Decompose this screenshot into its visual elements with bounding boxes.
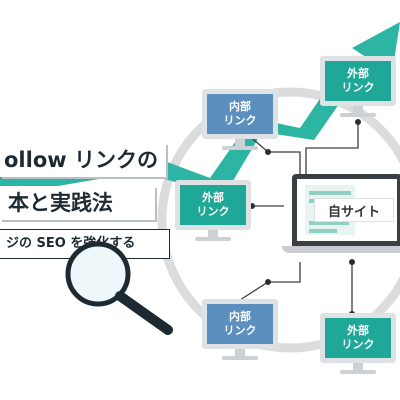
laptop-icon: 自サイト xyxy=(282,174,400,260)
monitor-icon: 外部 リンク xyxy=(320,313,396,363)
node-label: 内部 リンク xyxy=(207,304,273,344)
page-title-line-1: ollow リンクの xyxy=(0,143,166,177)
monitor-icon: 内部 リンク xyxy=(202,299,278,349)
monitor-external-link-top: 外部 リンク xyxy=(320,56,396,120)
orbit-ring xyxy=(157,87,400,353)
monitor-internal-link-bottom: 内部 リンク xyxy=(202,299,278,363)
monitor-icon: 内部 リンク xyxy=(202,89,278,139)
monitor-icon: 外部 リンク xyxy=(320,56,396,106)
node-label: 外部 リンク xyxy=(325,318,391,358)
node-label: 内部 リンク xyxy=(207,94,273,134)
own-site-label: 自サイト xyxy=(315,199,393,221)
monitor-icon: 外部 リンク xyxy=(175,180,251,230)
connector-lines xyxy=(239,122,359,314)
node-label: 外部 リンク xyxy=(180,185,246,225)
page-title-line-2: 本と実践法 xyxy=(0,186,155,220)
monitor-external-link-left: 外部 リンク xyxy=(175,180,251,244)
own-site-screen: 自サイト xyxy=(297,179,397,241)
magnifier-icon xyxy=(65,241,173,335)
node-label: 外部 リンク xyxy=(325,61,391,101)
monitor-external-link-bottom: 外部 リンク xyxy=(320,313,396,377)
monitor-internal-link-top: 内部 リンク xyxy=(202,89,278,153)
